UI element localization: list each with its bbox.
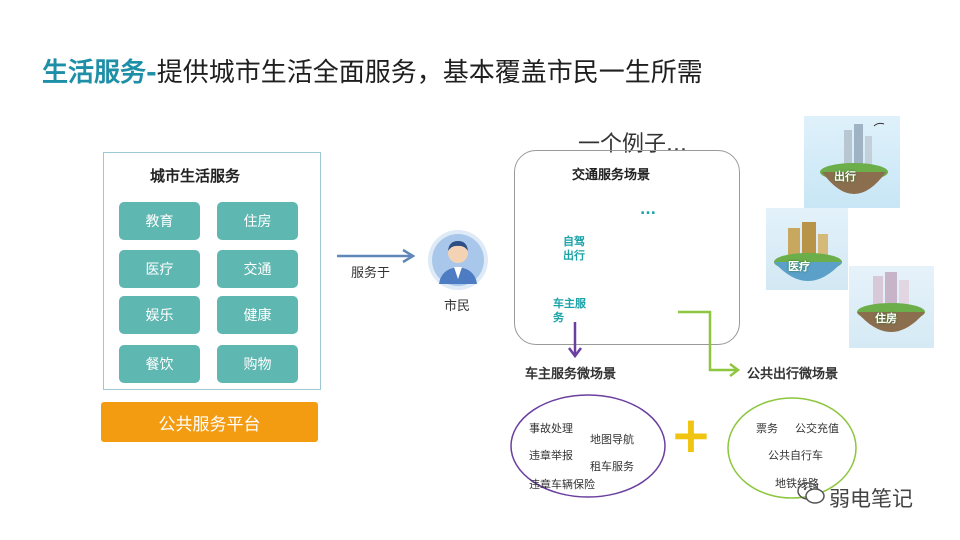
island-travel-label: 出行: [834, 168, 856, 184]
island-medical-image: 医疗: [766, 208, 848, 290]
self-drive-label: 自驾 出行: [563, 235, 585, 263]
tile-transport: 交通: [217, 250, 298, 288]
car-owner-label: 车主服 务: [553, 297, 586, 325]
watermark: 弱电笔记: [829, 483, 913, 513]
tile-health: 健康: [217, 296, 298, 334]
self-drive-line1: 自驾: [563, 235, 585, 249]
item-public-bike: 公共自行车: [768, 447, 823, 463]
panel-title: 城市生活服务: [150, 165, 240, 186]
item-map-nav: 地图导航: [590, 431, 634, 447]
item-car-rental: 租车服务: [590, 458, 634, 474]
island-housing-label: 住房: [875, 310, 897, 326]
island-medical-label: 医疗: [788, 258, 810, 274]
item-violation-report: 违章举报: [529, 447, 573, 463]
traffic-scene-title: 交通服务场景: [572, 164, 650, 183]
public-service-platform: 公共服务平台: [101, 402, 318, 442]
item-accident: 事故处理: [529, 420, 573, 436]
tile-housing: 住房: [217, 202, 298, 240]
item-ticketing: 票务: [756, 420, 778, 436]
tile-medical: 医疗: [119, 250, 200, 288]
item-vehicle-insurance: 违章车辆保险: [529, 476, 595, 492]
tile-dining: 餐饮: [119, 345, 200, 383]
citizen-label: 市民: [444, 295, 470, 314]
item-bus-topup: 公交充值: [795, 420, 839, 436]
more-dots: ...: [640, 202, 656, 218]
purple-down-arrow-icon: [565, 322, 585, 360]
tile-shopping: 购物: [217, 345, 298, 383]
car-owner-line1: 车主服: [553, 297, 586, 311]
public-transit-micro-title: 公共出行微场景: [747, 363, 838, 382]
wechat-icon: [796, 480, 826, 506]
tile-entertainment: 娱乐: [119, 296, 200, 334]
citizen-avatar-icon: [427, 229, 489, 291]
title-accent: 生活服务-: [42, 58, 157, 88]
title-rest: 提供城市生活全面服务，基本覆盖市民一生所需: [157, 58, 703, 88]
tile-education: 教育: [119, 202, 200, 240]
island-travel-image: 出行: [804, 116, 900, 208]
car-owner-micro-title: 车主服务微场景: [525, 363, 616, 382]
green-elbow-arrow-icon: [676, 308, 744, 378]
page-title: 生活服务-提供城市生活全面服务，基本覆盖市民一生所需: [42, 52, 703, 89]
plus-icon: +: [670, 410, 712, 460]
self-drive-line2: 出行: [563, 249, 585, 263]
serve-label: 服务于: [351, 262, 390, 281]
island-housing-image: 住房: [849, 266, 934, 348]
